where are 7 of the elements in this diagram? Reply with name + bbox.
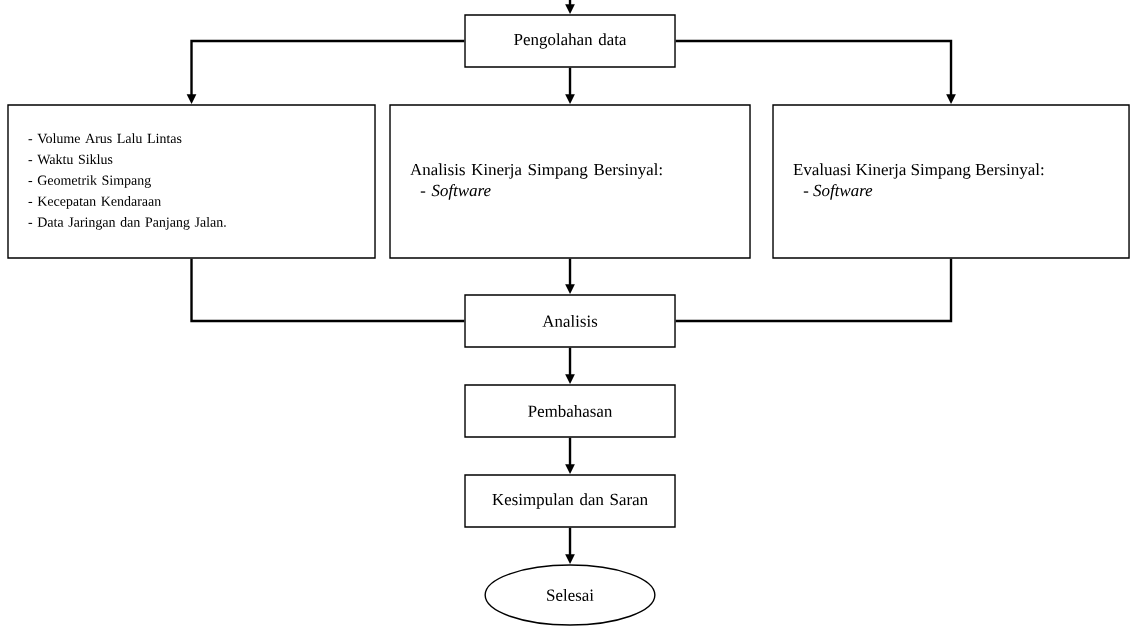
process-box: Pembahasan [464,384,676,438]
process-box: Evaluasi Kinerja Simpang Bersinyal: - Software [772,104,1130,259]
process-box: Analisis [464,294,676,348]
process-box: Analisis Kinerja Simpang Bersinyal: - Software [389,104,751,259]
process-box: Pengolahan data [464,14,676,68]
input-list-box: - Volume Arus Lalu Lintas - Waktu Siklus - Geometrik Simpang - Kecepatan Kendaraan - Data Jaringan dan Panjang Jalan. [7,104,376,259]
process-box: Kesimpulan dan Saran [464,474,676,528]
